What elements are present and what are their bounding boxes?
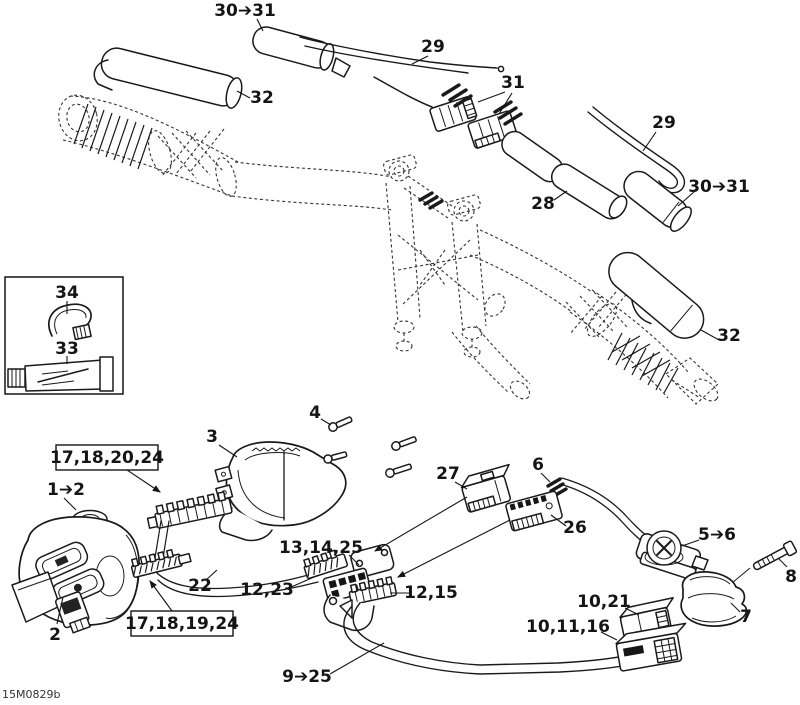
grip-heater-foam-top bbox=[252, 26, 351, 78]
right-grip-diamond bbox=[565, 289, 631, 339]
callout-31: 31 bbox=[501, 73, 525, 93]
wire-22 bbox=[155, 571, 319, 598]
screws-4 bbox=[323, 416, 417, 478]
callout-34: 34 bbox=[55, 283, 79, 303]
callout-32-left: 32 bbox=[250, 88, 274, 108]
connector-27 bbox=[460, 463, 512, 513]
callout-12-15: 12,15 bbox=[404, 583, 458, 603]
riser-wire-clip bbox=[418, 191, 444, 210]
callout-13-14-25: 13,14,25 bbox=[279, 538, 363, 558]
callout-10-21: 10,21 bbox=[577, 592, 631, 612]
callout-6: 6 bbox=[532, 455, 544, 475]
grip-cover-right bbox=[608, 251, 705, 339]
steering-riser-dashed bbox=[383, 154, 531, 400]
ribbon-12-23 bbox=[303, 549, 349, 580]
callout-29-right: 29 bbox=[652, 113, 676, 133]
right-grip-knurl bbox=[607, 332, 679, 394]
callout-1-2: 1➔2 bbox=[47, 480, 85, 500]
left-grip-diamond bbox=[157, 128, 225, 179]
callout-22: 22 bbox=[188, 576, 212, 596]
housing-7 bbox=[680, 571, 748, 627]
ribbon-12-15 bbox=[348, 576, 398, 606]
leader-lines bbox=[56, 18, 788, 675]
drawing-code: 15M0829b bbox=[2, 688, 60, 701]
callout-5-6: 5➔6 bbox=[698, 525, 736, 545]
connectors-31 bbox=[373, 76, 523, 149]
callout-10-11-16: 10,11,16 bbox=[526, 617, 610, 637]
callout-27: 27 bbox=[436, 464, 460, 484]
wire-29-left bbox=[299, 36, 505, 74]
clip-34 bbox=[48, 303, 92, 341]
callout-12-23: 12,23 bbox=[240, 580, 294, 600]
boxed-label-lower bbox=[130, 610, 234, 637]
left-grip-knurl bbox=[73, 103, 153, 170]
handlebar-dashed bbox=[58, 94, 719, 405]
connector-10-11-16 bbox=[615, 622, 687, 672]
callout-30-31-top: 30➔31 bbox=[214, 1, 276, 21]
callout-8: 8 bbox=[785, 567, 797, 587]
callout-29-top: 29 bbox=[421, 37, 445, 57]
callout-30-31-right: 30➔31 bbox=[688, 177, 750, 197]
lower-switch-unit bbox=[55, 591, 91, 634]
callout-33: 33 bbox=[55, 339, 79, 359]
wire-stubs-31a bbox=[441, 83, 473, 108]
callout-9-25: 9➔25 bbox=[282, 667, 332, 687]
housing-3 bbox=[214, 441, 347, 542]
ribbon-connector-lower bbox=[130, 549, 192, 578]
callout-26: 26 bbox=[563, 518, 587, 538]
callout-32-right: 32 bbox=[717, 326, 741, 346]
boxed-label-upper bbox=[55, 444, 159, 471]
thumb-switch-5-6 bbox=[635, 530, 709, 581]
tube-28 bbox=[501, 130, 628, 220]
service-parts-box bbox=[4, 276, 124, 395]
ribbon-connector-upper bbox=[146, 491, 233, 559]
callout-2: 2 bbox=[49, 625, 61, 645]
callout-4: 4 bbox=[309, 403, 321, 423]
callout-28: 28 bbox=[531, 194, 555, 214]
center-connector-cluster bbox=[303, 543, 398, 632]
grip-heater-foam-right bbox=[623, 170, 692, 232]
grip-cover-left bbox=[93, 47, 243, 109]
callout-3: 3 bbox=[206, 427, 218, 447]
multifunction-switch-cluster bbox=[11, 509, 140, 634]
callout-7: 7 bbox=[740, 607, 752, 627]
connector-26 bbox=[505, 490, 563, 532]
callout-17-18-20-24: 17,18,20,24 bbox=[50, 448, 164, 468]
callout-17-18-19-24: 17,18,19,24 bbox=[125, 614, 239, 634]
grease-tube-33 bbox=[7, 356, 114, 392]
